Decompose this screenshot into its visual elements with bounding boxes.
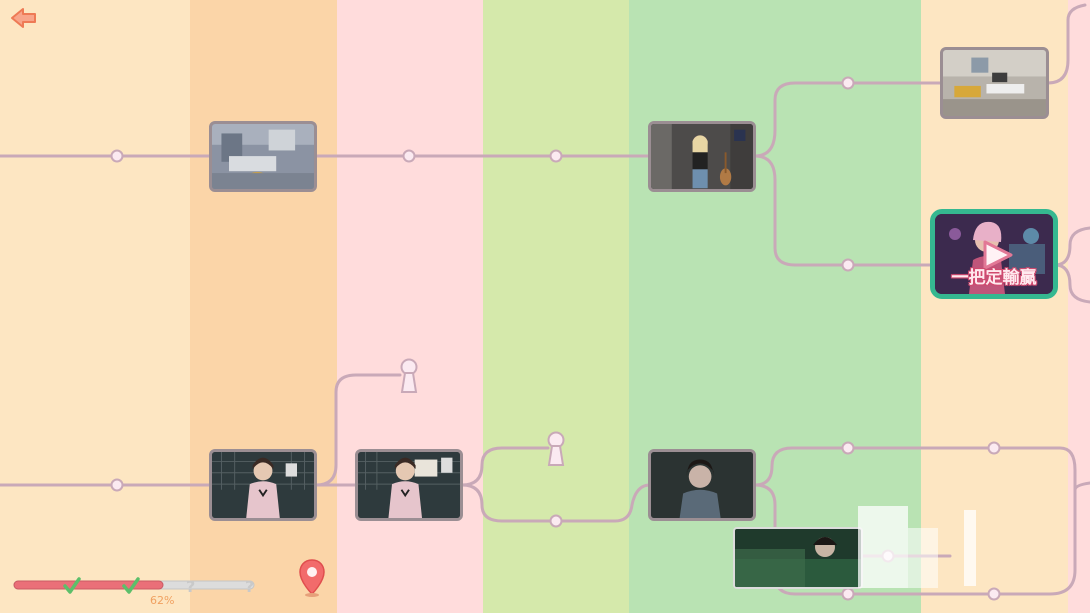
path-node[interactable] <box>110 478 124 492</box>
loading-overlay-bar <box>964 510 976 586</box>
keyhole-lock-icon[interactable] <box>547 431 565 467</box>
play-icon[interactable] <box>981 240 1015 270</box>
current-scene-node[interactable]: 一把定輸贏 <box>930 209 1058 299</box>
path-node[interactable] <box>987 441 1001 455</box>
keyhole-lock-icon[interactable] <box>400 358 418 394</box>
progress-fill <box>13 580 164 590</box>
path-node[interactable] <box>841 441 855 455</box>
path-node[interactable] <box>549 514 563 528</box>
current-scene-image <box>935 214 1053 294</box>
loading-overlay-panel <box>858 506 908 588</box>
loading-overlay-bar <box>908 528 938 588</box>
path-node[interactable] <box>549 149 563 163</box>
current-scene-caption: 一把定輸贏 <box>951 268 1037 288</box>
chapter-band-1 <box>0 0 190 613</box>
scene-thumbnail-office-room[interactable] <box>940 47 1049 119</box>
scene-thumbnail-girl-dark[interactable] <box>648 449 756 521</box>
progress-bar: ? ? <box>12 576 260 596</box>
path-node[interactable] <box>110 149 124 163</box>
question-icon: ? <box>245 577 254 596</box>
path-node[interactable] <box>841 76 855 90</box>
chapter-band-4 <box>483 0 629 613</box>
scene-thumbnail-girl-street-1[interactable] <box>209 449 317 521</box>
path-node[interactable] <box>402 149 416 163</box>
check-icon <box>122 577 140 594</box>
scene-thumbnail-living-room[interactable] <box>209 121 317 192</box>
scene-thumbnail-girl-guitar-room[interactable] <box>648 121 756 192</box>
back-arrow-icon[interactable] <box>10 6 38 30</box>
check-icon <box>63 577 81 594</box>
scene-thumbnail-girl-street-2[interactable] <box>355 449 463 521</box>
progress-percent-label: 62% <box>150 594 175 607</box>
path-node[interactable] <box>841 587 855 601</box>
question-icon: ? <box>186 577 195 596</box>
scene-thumbnail-girl-night-overlay[interactable] <box>733 527 863 589</box>
path-node[interactable] <box>841 258 855 272</box>
path-node[interactable] <box>987 587 1001 601</box>
map-pin-icon[interactable] <box>298 558 326 598</box>
